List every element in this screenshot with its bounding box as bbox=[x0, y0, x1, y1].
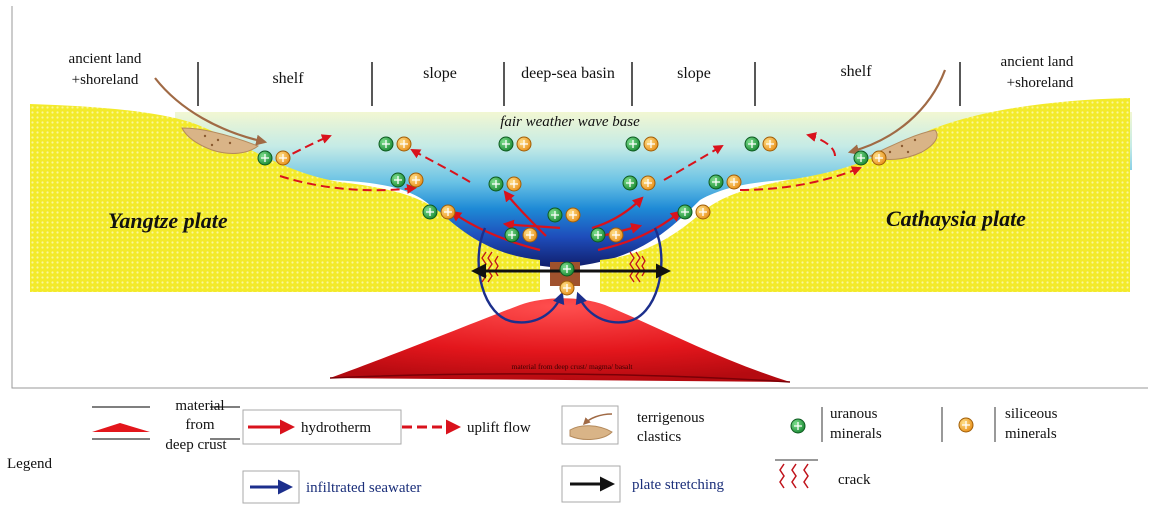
plate-label-cathaysia: Cathaysia plate bbox=[886, 206, 1026, 231]
legend-terrigenous-label-1: terrigenous bbox=[637, 410, 705, 426]
siliceous-mineral-icon bbox=[408, 172, 424, 188]
hydrotherm-2 bbox=[503, 190, 547, 237]
siliceous-mineral-icon bbox=[695, 204, 711, 220]
zone-dividers bbox=[197, 62, 961, 106]
uranous-mineral-icon bbox=[744, 136, 760, 152]
uranous-mineral-icon bbox=[547, 207, 563, 223]
siliceous-mineral-icon bbox=[522, 227, 538, 243]
frame-line bbox=[11, 6, 1148, 389]
hydrotherm-4 bbox=[591, 196, 644, 230]
legend-stretching-label: plate stretching bbox=[632, 477, 725, 493]
mineral-layer bbox=[257, 136, 887, 296]
uranous-mineral-icon bbox=[622, 175, 638, 191]
clastics-right bbox=[868, 129, 938, 160]
deep-crust-label: material from deep crust/ magma/ basalt bbox=[512, 362, 634, 371]
zone-label-right-shelf: shelf bbox=[840, 63, 872, 80]
uranous-mineral-icon bbox=[390, 172, 406, 188]
legend-uplift-flow: uplift flow bbox=[402, 419, 531, 436]
legend-hydrotherm: hydrotherm bbox=[242, 409, 402, 445]
legend-stretching: plate stretching bbox=[561, 465, 725, 503]
legend-crack-icon bbox=[779, 463, 809, 489]
legend-crack: crack bbox=[775, 459, 871, 489]
seawater-loop-right bbox=[575, 227, 663, 324]
uranous-mineral-icon bbox=[853, 150, 869, 166]
yangtze-plate-body bbox=[30, 104, 540, 292]
legend-uranous-label-2: minerals bbox=[830, 426, 882, 442]
siliceous-mineral-icon bbox=[559, 280, 575, 296]
uranous-mineral-icon bbox=[422, 204, 438, 220]
clastics-left bbox=[181, 127, 259, 154]
siliceous-mineral-icon bbox=[726, 174, 742, 190]
uplift-flow-3 bbox=[410, 149, 471, 183]
uplift-flow-4 bbox=[663, 144, 724, 181]
siliceous-mineral-icon bbox=[871, 150, 887, 166]
legend-uplift-flow-label: uplift flow bbox=[467, 420, 531, 436]
legend-deep-crust-label-2: from bbox=[185, 417, 214, 433]
legend-deep-crust: material from deep crust bbox=[92, 398, 240, 453]
uplift-flow-2 bbox=[279, 175, 417, 194]
hydrotherm-5 bbox=[597, 210, 682, 252]
uranous-mineral-icon bbox=[488, 176, 504, 192]
siliceous-mineral-icon bbox=[608, 227, 624, 243]
siliceous-mineral-icon bbox=[396, 136, 412, 152]
legend-uranous: uranous minerals bbox=[790, 406, 882, 442]
zone-label-left-shelf: shelf bbox=[272, 70, 304, 87]
uranous-mineral-icon bbox=[625, 136, 641, 152]
legend-siliceous: siliceous minerals bbox=[941, 406, 1058, 442]
legend-uranous-label-1: uranous bbox=[830, 406, 878, 422]
hydrotherm-3 bbox=[502, 219, 561, 231]
hydrotherm-1 bbox=[450, 210, 541, 252]
siliceous-mineral-icon bbox=[643, 136, 659, 152]
siliceous-mineral-icon bbox=[565, 207, 581, 223]
clastics-arrow-left bbox=[154, 77, 268, 146]
seawater-loop-left bbox=[477, 227, 565, 324]
siliceous-mineral-icon bbox=[506, 176, 522, 192]
legend-siliceous-label-2: minerals bbox=[1005, 426, 1057, 442]
clastics-arrow-right bbox=[847, 69, 947, 156]
uplift-flow-5 bbox=[739, 166, 862, 191]
uplift-flow-6 bbox=[806, 132, 836, 157]
siliceous-mineral-icon bbox=[275, 150, 291, 166]
plate-label-yangtze: Yangtze plate bbox=[108, 208, 228, 233]
zone-label-right-land-1: ancient land bbox=[1001, 54, 1074, 70]
wave-base-label: fair weather wave base bbox=[500, 114, 640, 130]
uranous-mineral-icon bbox=[677, 204, 693, 220]
siliceous-mineral-icon bbox=[516, 136, 532, 152]
uranous-mineral-icon bbox=[378, 136, 394, 152]
legend-crack-label: crack bbox=[838, 472, 871, 488]
legend-seawater-label: infiltrated seawater bbox=[306, 480, 421, 496]
siliceous-mineral-icon bbox=[762, 136, 778, 152]
deep-crust-mound bbox=[330, 298, 790, 382]
zone-label-right-slope: slope bbox=[677, 65, 711, 82]
zone-label-left-slope: slope bbox=[423, 65, 457, 82]
legend-deep-crust-icon bbox=[92, 423, 150, 432]
cathaysia-plate-body bbox=[600, 98, 1130, 292]
legend-deep-crust-label-3: deep crust bbox=[165, 437, 227, 453]
uranous-mineral-icon bbox=[708, 174, 724, 190]
uranous-mineral-icon bbox=[590, 227, 606, 243]
legend-hydrotherm-label: hydrotherm bbox=[301, 420, 371, 436]
legend-clastics-icon bbox=[569, 425, 613, 440]
uranous-mineral-icon bbox=[504, 227, 520, 243]
zone-label-basin: deep-sea basin bbox=[521, 65, 615, 82]
zone-label-left-land-1: ancient land bbox=[69, 51, 142, 67]
siliceous-mineral-icon bbox=[640, 175, 656, 191]
legend-terrigenous-label-2: clastics bbox=[637, 429, 681, 445]
legend: Legend material from deep crust hydrothe… bbox=[7, 398, 1058, 504]
siliceous-mineral-icon bbox=[440, 204, 456, 220]
legend-seawater: infiltrated seawater bbox=[242, 470, 421, 504]
uranous-mineral-icon bbox=[559, 261, 575, 277]
legend-title: Legend bbox=[7, 456, 52, 472]
legend-siliceous-label-1: siliceous bbox=[1005, 406, 1058, 422]
zone-label-left-land-2: +shoreland bbox=[72, 72, 139, 88]
uranous-mineral-icon bbox=[498, 136, 514, 152]
legend-deep-crust-label-1: material bbox=[175, 398, 224, 414]
uranous-mineral-icon bbox=[257, 150, 273, 166]
zone-label-right-land-2: +shoreland bbox=[1007, 75, 1074, 91]
legend-terrigenous: terrigenous clastics bbox=[561, 405, 705, 445]
